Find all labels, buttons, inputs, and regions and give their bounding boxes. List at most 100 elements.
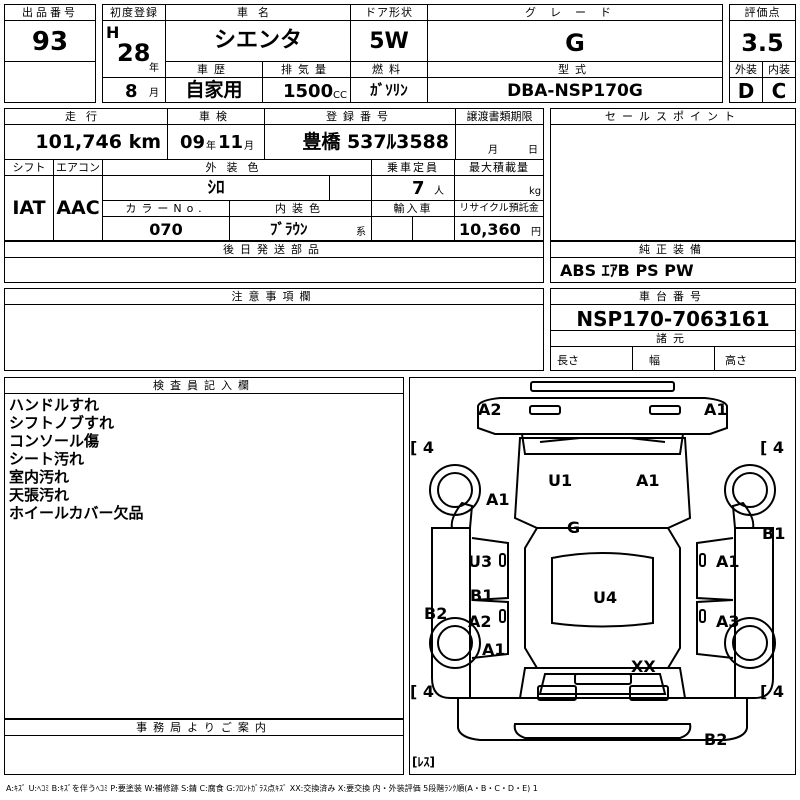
recycle-unit: 円 (531, 227, 541, 238)
int-color-cell: ﾌﾞﾗｳﾝ 系 (229, 216, 372, 241)
front-grille (529, 405, 561, 415)
color-no-label: カラーNo. (102, 200, 230, 217)
car-diagram (429, 381, 776, 741)
ext-color-blank (329, 175, 372, 201)
score-label: 評価点 (729, 4, 796, 21)
inspection-cell: 09 年 11 月 (167, 124, 265, 160)
plate-label: 登録番号 (264, 108, 456, 125)
dims-label: 諸元 (550, 330, 796, 347)
legend-text: A:ｷｽﾞ U:ﾍｺﾐ B:ｷｽﾞを伴うﾍｺﾐ P:要塗装 W:補修跡 S:錆 … (6, 784, 538, 793)
length-cell: 長さ (550, 346, 633, 371)
damage-a3-right-door: A3 (716, 612, 740, 631)
wheel-fr (724, 464, 776, 516)
fuel-value: ｶﾞｿﾘﾝ (370, 81, 408, 99)
sales-point-area (550, 124, 796, 241)
wheel-fl (429, 464, 481, 516)
import-label: 輸入車 (371, 200, 455, 217)
color-no-value: 070 (149, 220, 183, 239)
era-mark: H (106, 23, 120, 42)
tire-rl-label: [ 4 (410, 682, 435, 701)
inspection-label: 車検 (167, 108, 265, 125)
int-color-value: ﾌﾞﾗｳﾝ (270, 220, 308, 238)
transfer-label: 譲渡書類期限 (455, 108, 544, 125)
damage-a2-front: A2 (478, 400, 502, 419)
score-cell: 3.5 (729, 20, 796, 62)
door-label: ドア形状 (350, 4, 428, 21)
ext-color-value: ｼﾛ (207, 178, 225, 198)
interior-score-cell: C (762, 77, 796, 103)
right-handle-2 (699, 609, 706, 623)
aircon-value: AAC (56, 197, 100, 219)
cc-unit: CC (333, 90, 347, 101)
front-bumper (477, 397, 728, 435)
front-plate (649, 405, 681, 415)
hood-outline (513, 437, 692, 529)
score-value: 3.5 (741, 29, 784, 57)
damage-b2-rear: B2 (704, 730, 728, 749)
rear-plate (574, 673, 632, 685)
chassis-cell: NSP170-7063161 (550, 304, 796, 331)
color-no-cell: 070 (102, 216, 230, 241)
genuine-value: ABS ｴｱB PS PW (560, 261, 694, 280)
door-cell: 5W (350, 20, 428, 62)
int-color-unit: 系 (356, 227, 366, 238)
mileage-cell: 101,746 km (4, 124, 168, 160)
lot-blank-cell (4, 61, 96, 103)
damage-b1-left-door: B1 (470, 586, 494, 605)
int-color-label: 内装色 (229, 200, 372, 217)
first-reg-label: 初度登録 (102, 4, 166, 21)
grade-value: G (565, 29, 585, 57)
history-label: 車歴 (165, 61, 263, 78)
displacement-value: 1500 (283, 81, 334, 102)
first-reg-month-cell: 8 月 (102, 77, 166, 103)
load-cell: kg (454, 175, 544, 201)
inspection-month: 11 (218, 132, 244, 153)
damage-a1-left-fender: A1 (486, 490, 510, 509)
lot-number-cell: 93 (4, 20, 96, 62)
interior-label: 内装 (762, 61, 796, 78)
tire-fl-label: [ 4 (410, 438, 435, 457)
model-value: DBA-NSP170G (507, 81, 643, 101)
right-doors (696, 537, 734, 659)
car-name-label: 車名 (165, 4, 351, 21)
inspector-label: 検査員記入欄 (4, 377, 404, 394)
inspector-line: ハンドルすれ (9, 396, 100, 414)
inspector-list: ハンドルすれ シフトノブすれ コンソール傷 シート汚れ 室内汚れ 天張汚れ ホイ… (9, 396, 144, 522)
damage-a1-front: A1 (704, 400, 728, 419)
sales-point-label: セールスポイント (550, 108, 796, 125)
rear-lamp-left (537, 685, 577, 701)
mileage-value-wrap: 101,746 km (35, 133, 161, 152)
inspector-line: シート汚れ (9, 450, 85, 468)
chassis-value: NSP170-7063161 (576, 307, 770, 331)
shift-cell: IAT (4, 175, 54, 241)
office-label: 事務局よりご案内 (4, 719, 404, 736)
rear-bumper (457, 697, 748, 741)
genuine-cell: ABS ｴｱB PS PW (550, 257, 796, 283)
height-cell: 高さ (714, 346, 796, 371)
notes-label: 注意事項欄 (4, 288, 544, 305)
left-doors (471, 537, 509, 659)
aircon-cell: AAC (53, 175, 103, 241)
first-reg-month: 8 (125, 81, 138, 102)
inspector-area: ハンドルすれ シフトノブすれ コンソール傷 シート汚れ 室内汚れ 天張汚れ ホイ… (4, 393, 404, 719)
shift-value: IAT (12, 197, 46, 219)
height-label: 高さ (725, 354, 747, 367)
history-value: 自家用 (185, 79, 243, 101)
exterior-score-cell: D (729, 77, 763, 103)
damage-u4: U4 (593, 588, 618, 607)
recycle-cell: 10,360 円 (454, 216, 544, 241)
wiper (539, 437, 666, 443)
tire-rl-value: 4 (422, 682, 435, 701)
first-reg-year: 28 (117, 39, 151, 67)
grade-label: グレード (427, 4, 723, 21)
genuine-label: 純正装備 (550, 241, 796, 258)
transfer-month: 月 (488, 145, 498, 156)
tire-fr-value: 4 (772, 438, 785, 457)
damage-b1-right: B1 (762, 524, 786, 543)
capacity-unit: 人 (434, 186, 444, 197)
mileage-label: 走行 (4, 108, 168, 125)
inspector-line: 天張汚れ (9, 486, 70, 504)
car-name-cell: シエンタ (165, 20, 351, 62)
recycle-label: リサイクル預託金 (454, 200, 544, 217)
transfer-cell: 月 日 (455, 124, 544, 160)
